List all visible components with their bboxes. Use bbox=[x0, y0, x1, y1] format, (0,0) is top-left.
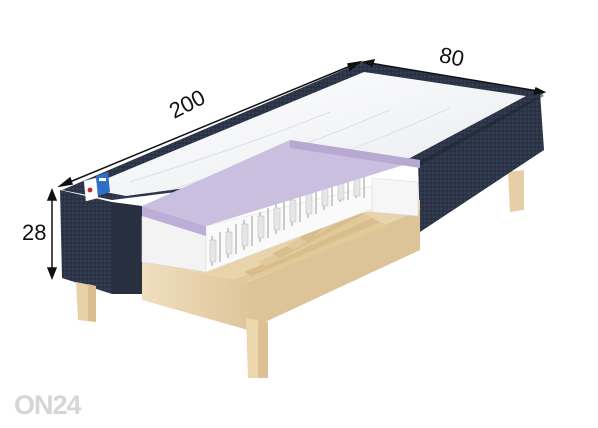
height-label: 28 bbox=[22, 220, 47, 245]
dimension-lines bbox=[46, 59, 547, 281]
label-tag bbox=[83, 172, 110, 202]
leg-back-right bbox=[508, 170, 524, 212]
side-panel-right bbox=[418, 92, 544, 232]
width-label: 80 bbox=[437, 42, 467, 72]
end-panel-left bbox=[60, 190, 142, 294]
comfort-layer bbox=[142, 140, 420, 236]
watermark-logo: ON24 bbox=[14, 390, 82, 420]
leg-front-left bbox=[76, 282, 96, 322]
leg-front-right bbox=[246, 318, 268, 378]
